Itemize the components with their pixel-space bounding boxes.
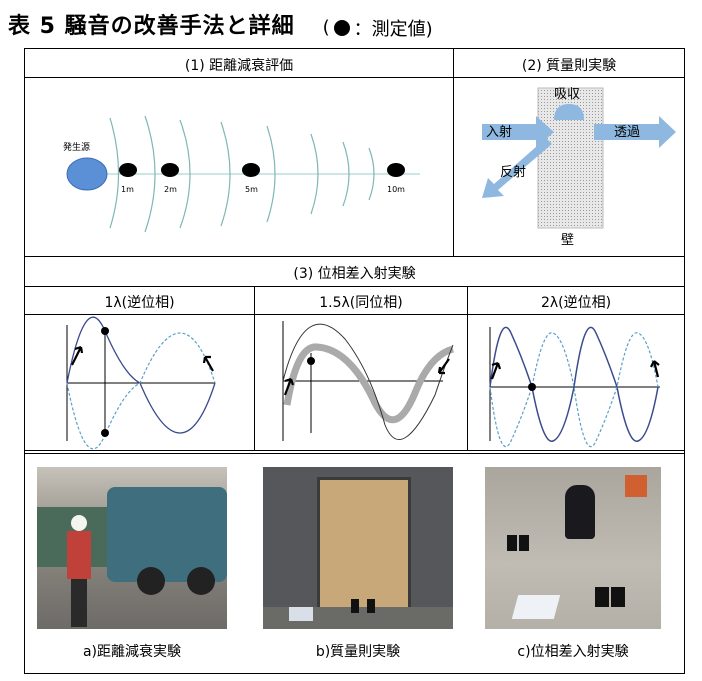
wall-label: 壁 <box>561 233 574 248</box>
wavefront-7 <box>342 141 350 207</box>
wave-diagram-2λ <box>489 326 660 448</box>
measure-dot <box>307 357 315 365</box>
speaker-shape <box>611 587 625 607</box>
mass-law-diagram: 吸収 入射 透過 反射 壁 <box>482 87 676 248</box>
wave-dashed <box>66 332 216 450</box>
wave-solid <box>66 316 216 434</box>
cell-phase-header: (3) 位相差入射実験 <box>25 257 684 287</box>
reflect-label: 反射 <box>500 164 526 180</box>
wavefront-4 <box>220 121 231 227</box>
speaker-shape <box>351 599 359 613</box>
cell-mass-law: (2) 質量則実験 吸収 入射 透過 反射 壁 <box>454 49 684 257</box>
laptop-shape <box>511 595 561 619</box>
title-main: 表 5 騒音の改善手法と詳細 <box>8 14 295 39</box>
incident-label: 入射 <box>486 124 512 140</box>
mass-header: (2) 質量則実験 <box>521 58 617 74</box>
wavefront-8 <box>368 147 375 201</box>
wave-thin <box>282 323 454 441</box>
wavefront-3 <box>179 119 191 229</box>
point-1m <box>119 163 137 177</box>
wheel-shape <box>137 567 165 595</box>
speaker-shape <box>507 535 517 551</box>
point-2m <box>161 163 179 177</box>
wave-cell-2 <box>255 315 468 451</box>
wave-dashed <box>489 332 659 448</box>
reflect-arrow <box>482 138 552 198</box>
wave-cell-3 <box>468 315 684 451</box>
legend-text: ：測定値) <box>353 18 433 40</box>
wall-panel <box>317 477 411 613</box>
direction-arrow-left <box>490 361 502 380</box>
photo-distance-experiment <box>37 467 227 629</box>
chair-shape <box>625 475 647 497</box>
divider <box>25 77 453 78</box>
speaker-shape <box>519 535 529 551</box>
table-title: 表 5 騒音の改善手法と詳細 ( ：測定値) <box>8 8 433 40</box>
worker-body <box>67 531 91 579</box>
direction-arrow-right <box>202 355 214 372</box>
worker-legs <box>71 579 87 627</box>
title-legend: ( ：測定値) <box>323 15 433 41</box>
wavefront-6 <box>310 133 319 215</box>
divider <box>454 77 684 78</box>
transmit-label: 透過 <box>614 125 640 140</box>
point-10m <box>387 163 405 177</box>
wave-cell-1 <box>25 315 255 451</box>
incident-arrow <box>482 116 554 148</box>
direction-arrow-left <box>283 377 295 396</box>
wheel-shape <box>187 567 215 595</box>
label-1m: 1m <box>121 185 134 194</box>
distance-diagram: 発生源 1m 2m 5m 10m <box>63 115 420 233</box>
case-2-label: 1.5λ(同位相) <box>319 295 403 311</box>
measure-dot-icon <box>333 19 350 36</box>
source-blob <box>66 157 108 191</box>
direction-arrow-right <box>437 358 450 375</box>
distance-header: (1) 距離減衰評価 <box>184 58 294 74</box>
point-5m <box>242 163 260 177</box>
phase-header: (3) 位相差入射実験 <box>293 266 416 282</box>
wavefront-5 <box>266 125 276 223</box>
absorb-label: 吸収 <box>554 87 580 102</box>
speaker-shape <box>595 587 609 607</box>
caption-c: c)位相差入射実験 <box>517 644 629 660</box>
source-label: 発生源 <box>63 141 90 153</box>
truck-shape <box>107 487 227 582</box>
wavefront-1 <box>109 117 120 229</box>
case-3-label: 2λ(逆位相) <box>540 295 612 311</box>
absorb-bump <box>554 104 584 120</box>
direction-arrow-right <box>650 360 660 378</box>
person-shape <box>565 485 595 539</box>
methods-table: (1) 距離減衰評価 発生源 1m 2m 5m 10m <box>24 48 685 674</box>
measure-dot <box>528 383 536 391</box>
label-5m: 5m <box>245 185 258 194</box>
case-header-3: 2λ(逆位相) <box>468 287 684 315</box>
label-10m: 10m <box>387 185 405 194</box>
measure-dot-top <box>101 327 109 335</box>
laptop-shape <box>289 607 313 621</box>
direction-arrow-left <box>71 345 84 366</box>
wave-solid <box>489 326 659 442</box>
helmet-shape <box>71 515 87 531</box>
wave-combined <box>283 343 455 424</box>
case-1-label: 1λ(逆位相) <box>104 295 175 311</box>
double-line <box>25 453 684 454</box>
wave-diagram-1λ <box>66 316 216 450</box>
wave-diagram-1.5λ <box>282 321 455 441</box>
photo-mass-law-experiment <box>263 467 453 629</box>
transmit-arrow <box>594 116 676 148</box>
caption-b: b)質量則実験 <box>315 644 401 660</box>
measure-dot-bottom <box>101 429 109 437</box>
case-header-1: 1λ(逆位相) <box>25 287 255 315</box>
wavefront-2 <box>144 115 156 233</box>
label-2m: 2m <box>164 185 177 194</box>
cell-distance: (1) 距離減衰評価 発生源 1m 2m 5m 10m <box>25 49 454 257</box>
caption-a: a)距離減衰実験 <box>82 644 182 660</box>
case-header-2: 1.5λ(同位相) <box>255 287 468 315</box>
speaker-shape <box>367 599 375 613</box>
legend-open: ( <box>322 17 330 38</box>
photo-phase-experiment <box>485 467 661 629</box>
